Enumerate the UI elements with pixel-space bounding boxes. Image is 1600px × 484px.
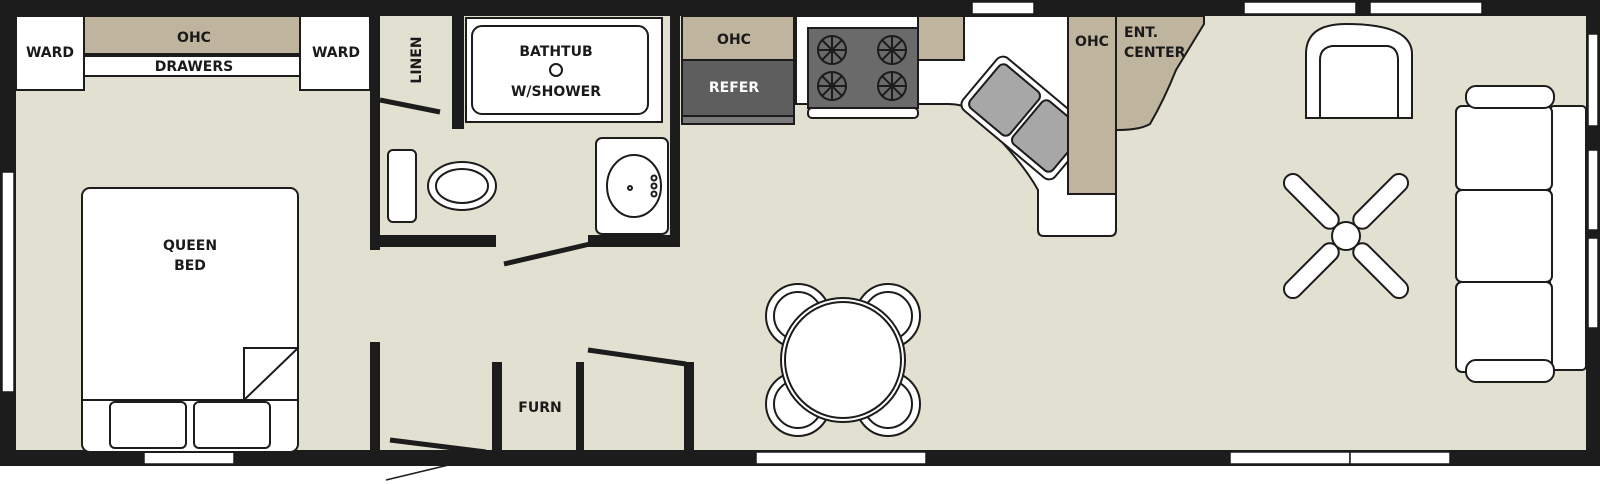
overhead-cabinet-corner-label: OHC [1075,34,1109,50]
drawers-label: DRAWERS [155,59,233,75]
windows [1,1,1599,465]
furnace [502,364,576,450]
ceiling-fan [1282,172,1410,300]
bathtub-label-2: W/SHOWER [511,84,601,100]
linen-label: LINEN [409,36,425,83]
bathtub [465,17,663,123]
queen-bed-label-2: BED [174,258,206,274]
refrigerator-label: REFER [709,80,759,96]
entertainment-center-label-1: ENT. [1124,25,1158,41]
overhead-cabinet-kitchen-label: OHC [717,32,751,48]
bathroom-sink [595,137,669,235]
furnace-label: FURN [518,400,561,416]
queen-bed [81,187,299,453]
doors [379,97,687,481]
drawers [83,55,301,77]
overhead-cabinet-bedroom [83,15,301,55]
bathtub-label-1: BATHTUB [519,44,592,60]
wardrobe-right-label: WARD [312,45,360,61]
overhead-cabinet-bedroom-label: OHC [177,30,211,46]
overhead-cabinet-corner [1067,15,1117,195]
stove [807,27,919,119]
wardrobe-left [15,15,85,91]
entertainment-center [1115,15,1205,132]
dinette-table [765,283,921,437]
interior-walls [370,14,694,452]
wardrobe-left-label: WARD [26,45,74,61]
queen-bed-label-1: QUEEN [163,238,217,254]
toilet [387,149,497,223]
kitchen-sink [960,55,1092,181]
entertainment-center-label-2: CENTER [1124,45,1186,61]
armchair [1305,22,1413,119]
sofa [1455,85,1587,383]
